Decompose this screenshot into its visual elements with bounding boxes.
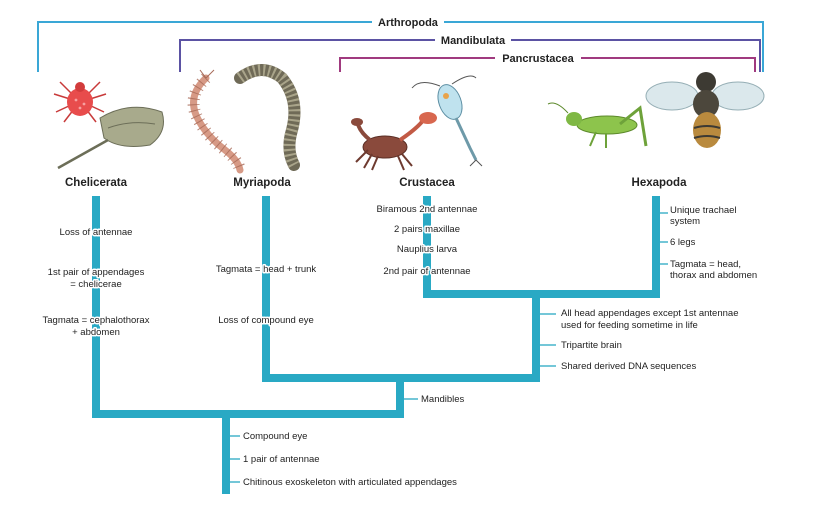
pancrustacea-label: Pancrustacea: [502, 53, 574, 65]
trait-chitinous-exoskeleton: Chitinous exoskeleton with articulated a…: [243, 477, 457, 488]
trait-feeding-sometime: used for feeding sometime in life: [561, 320, 698, 331]
trait-chelicerae: = chelicerae: [70, 279, 122, 290]
trait-tagmata-head-trunk: Tagmata = head + trunk: [216, 264, 317, 275]
trait-unique-tracheal: Unique trachael: [670, 205, 737, 216]
horseshoe-crab-icon: [57, 106, 164, 170]
cladogram-tree: [92, 196, 668, 494]
trait-mandibles: Mandibles: [421, 394, 465, 405]
trait-abdomen: + abdomen: [72, 327, 120, 338]
trait-loss-of-antennae: Loss of antennae: [60, 227, 133, 238]
trait-compound-eye: Compound eye: [243, 431, 307, 442]
trait-first-appendages: 1st pair of appendages: [48, 267, 145, 278]
mandibulata-bracket: Mandibulata: [179, 33, 761, 72]
copepod-icon: [411, 75, 483, 167]
trait-tagmata-head: Tagmata = head,: [670, 259, 741, 270]
trait-one-pair-antennae: 1 pair of antennae: [243, 454, 320, 465]
trait-two-pairs-maxillae: 2 pairs maxillae: [394, 224, 460, 235]
trait-six-legs: 6 legs: [670, 237, 696, 248]
taxon-hexapoda: Hexapoda: [632, 177, 688, 189]
taxon-crustacea: Crustacea: [399, 177, 455, 189]
millipede-icon: [234, 64, 301, 171]
mandibulata-label: Mandibulata: [441, 35, 506, 47]
trait-second-pair-antennae: 2nd pair of antennae: [383, 266, 470, 277]
trait-tripartite-brain: Tripartite brain: [561, 340, 622, 351]
trait-shared-dna: Shared derived DNA sequences: [561, 361, 696, 372]
mite-icon: [53, 81, 107, 123]
pancrustacea-bracket: Pancrustacea: [339, 51, 756, 72]
centipede-icon: [187, 69, 246, 174]
trait-biramous-antennae: Biramous 2nd antennae: [377, 204, 478, 215]
trait-tagmata-cephalothorax: Tagmata = cephalothorax: [43, 315, 150, 326]
taxon-chelicerata: Chelicerata: [65, 177, 128, 189]
arthropoda-label: Arthropoda: [378, 17, 439, 29]
trait-nauplius-larva: Nauplius larva: [397, 244, 458, 255]
trait-thorax-abdomen: thorax and abdomen: [670, 270, 757, 281]
fly-icon: [645, 72, 765, 148]
grasshopper-icon: [547, 102, 648, 148]
crab-icon: [351, 112, 437, 171]
arthropoda-bracket: Arthropoda: [37, 15, 764, 72]
trait-loss-compound-eye: Loss of compound eye: [218, 315, 314, 326]
trait-head-appendages-feeding: All head appendages except 1st antennae: [561, 308, 738, 319]
trait-system: system: [670, 216, 700, 227]
taxon-myriapoda: Myriapoda: [233, 177, 291, 189]
